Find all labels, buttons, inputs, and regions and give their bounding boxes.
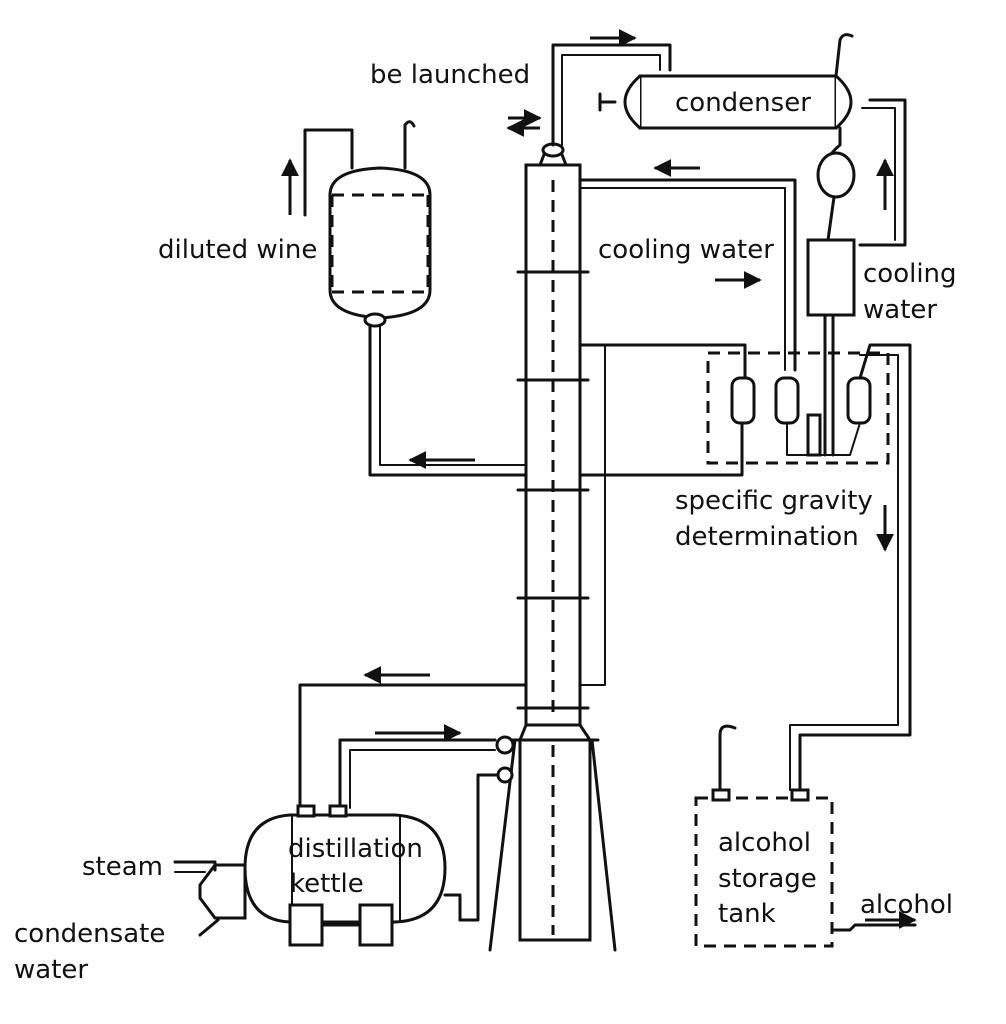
- distillation-kettle: [173, 804, 462, 947]
- alcohol-storage-tank: [694, 724, 917, 948]
- label-cooling-water-2-line1: cooling: [863, 259, 957, 289]
- label-alcohol-storage-line3: tank: [718, 899, 776, 929]
- label-specific-gravity-line1: specific gravity: [675, 486, 873, 516]
- label-be-launched: be launched: [370, 60, 530, 90]
- label-condensate-line1: condensate: [14, 919, 165, 949]
- label-cooling-water-2-line2: water: [863, 295, 937, 325]
- condenser: [598, 33, 907, 247]
- label-cooling-water-1: cooling water: [598, 235, 774, 265]
- label-condensate-line2: water: [14, 955, 88, 985]
- vapor-line: [506, 29, 672, 147]
- label-specific-gravity-line2: determination: [675, 522, 859, 552]
- label-alcohol-storage-line1: alcohol: [718, 828, 811, 858]
- separator: [806, 126, 856, 457]
- label-distillation-line2: kettle: [290, 869, 364, 899]
- diluted-wine-tank: [281, 120, 528, 477]
- cooling-water-line: [578, 159, 797, 372]
- label-diluted-wine: diluted wine: [158, 235, 317, 265]
- specific-gravity-box: [578, 343, 912, 792]
- label-alcohol-storage-line2: storage: [718, 864, 817, 894]
- label-condenser: condenser: [675, 88, 811, 118]
- distillation-column: [488, 142, 617, 952]
- labels: be launched condenser diluted wine cooli…: [14, 60, 957, 985]
- label-steam: steam: [82, 852, 163, 882]
- label-distillation-line1: distillation: [288, 834, 423, 864]
- return-line: [298, 666, 528, 922]
- label-alcohol: alcohol: [860, 890, 953, 920]
